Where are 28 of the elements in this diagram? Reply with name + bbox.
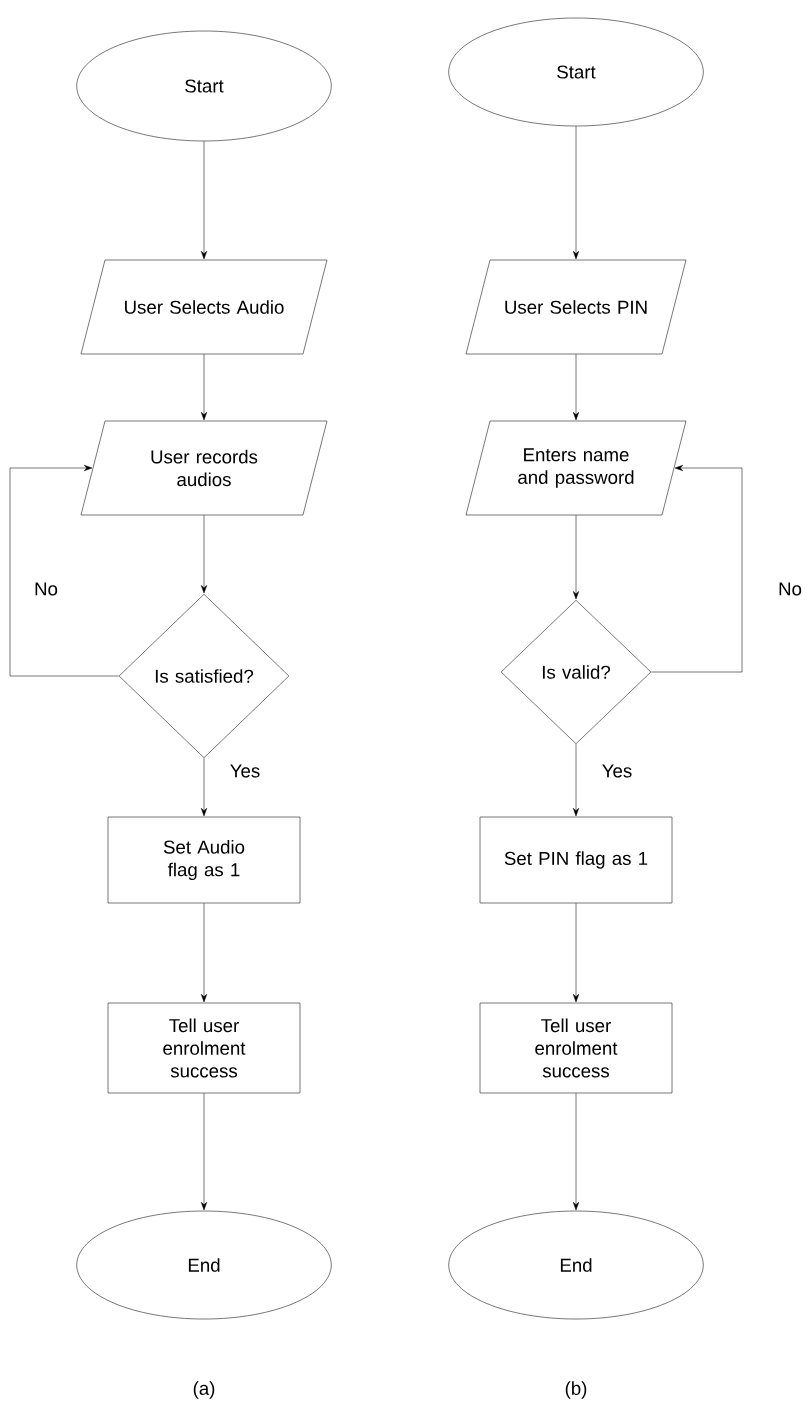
input-parallelogram: User records audios xyxy=(80,420,328,516)
process-box: Tell user enrolment success xyxy=(479,1002,673,1094)
arrow xyxy=(201,515,207,594)
figure-label: (a) xyxy=(193,1381,215,1399)
figure-label: (b) xyxy=(565,1381,587,1399)
arrow xyxy=(201,141,207,260)
arrow xyxy=(573,1093,579,1211)
input-parallelogram: Enters name and password xyxy=(465,420,687,516)
edge-label: Yes xyxy=(228,763,262,779)
process-box: Set Audio flag as 1 xyxy=(107,816,301,904)
arrow xyxy=(573,743,579,817)
arrow xyxy=(201,354,207,421)
arrow xyxy=(573,515,579,600)
arrow xyxy=(201,903,207,1003)
process-box: Set PIN flag as 1 xyxy=(479,816,673,904)
arrow xyxy=(573,903,579,1003)
arrow xyxy=(201,757,207,817)
input-parallelogram: User Selects PIN xyxy=(465,259,687,355)
process-box: Tell user enrolment success xyxy=(107,1002,301,1094)
arrow xyxy=(573,126,579,260)
edge-label: Yes xyxy=(600,763,634,779)
input-parallelogram: User Selects Audio xyxy=(80,259,328,355)
edge-label: No xyxy=(776,581,804,597)
arrow xyxy=(9,465,119,677)
edge-label: No xyxy=(32,581,60,597)
arrow xyxy=(201,1093,207,1211)
arrow xyxy=(573,354,579,421)
arrow xyxy=(651,465,743,673)
